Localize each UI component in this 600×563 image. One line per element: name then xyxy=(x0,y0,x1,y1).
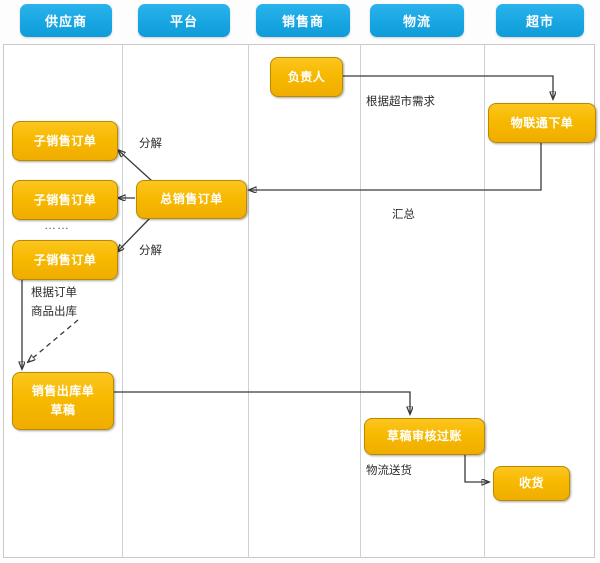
lane-divider-3 xyxy=(360,44,361,558)
node-total-order[interactable]: 总销售订单 xyxy=(136,180,247,219)
label-by-order-line1: 根据订单 xyxy=(31,287,77,299)
node-outbound-draft[interactable]: 销售出库单 草稿 xyxy=(12,372,114,430)
node-receive[interactable]: 收货 xyxy=(493,466,570,501)
lane-header-supermarket[interactable]: 超市 xyxy=(496,4,584,37)
label-split-bottom: 分解 xyxy=(139,245,162,257)
lane-divider-2 xyxy=(248,44,249,558)
node-sub-order-2[interactable]: 子销售订单 xyxy=(12,180,118,220)
label-summarize: 汇总 xyxy=(392,209,415,221)
label-split-top: 分解 xyxy=(139,138,162,150)
lane-divider-1 xyxy=(122,44,123,558)
label-delivery: 物流送货 xyxy=(366,465,412,477)
node-sub-order-1[interactable]: 子销售订单 xyxy=(12,121,118,161)
lane-header-logistics[interactable]: 物流 xyxy=(370,4,464,37)
node-sub-order-3[interactable]: 子销售订单 xyxy=(12,240,118,280)
node-audit-post[interactable]: 草稿审核过账 xyxy=(364,418,485,455)
lane-header-supplier[interactable]: 供应商 xyxy=(20,4,112,37)
lane-header-distributor[interactable]: 销售商 xyxy=(256,4,350,37)
lane-header-platform[interactable]: 平台 xyxy=(138,4,230,37)
label-by-demand: 根据超市需求 xyxy=(366,96,435,108)
ellipsis-more-sub-orders: …… xyxy=(44,218,70,232)
lane-divider-4 xyxy=(484,44,485,558)
node-iot-order[interactable]: 物联通下单 xyxy=(488,103,596,143)
node-owner[interactable]: 负责人 xyxy=(270,57,343,97)
label-by-order-line2: 商品出库 xyxy=(31,306,77,318)
